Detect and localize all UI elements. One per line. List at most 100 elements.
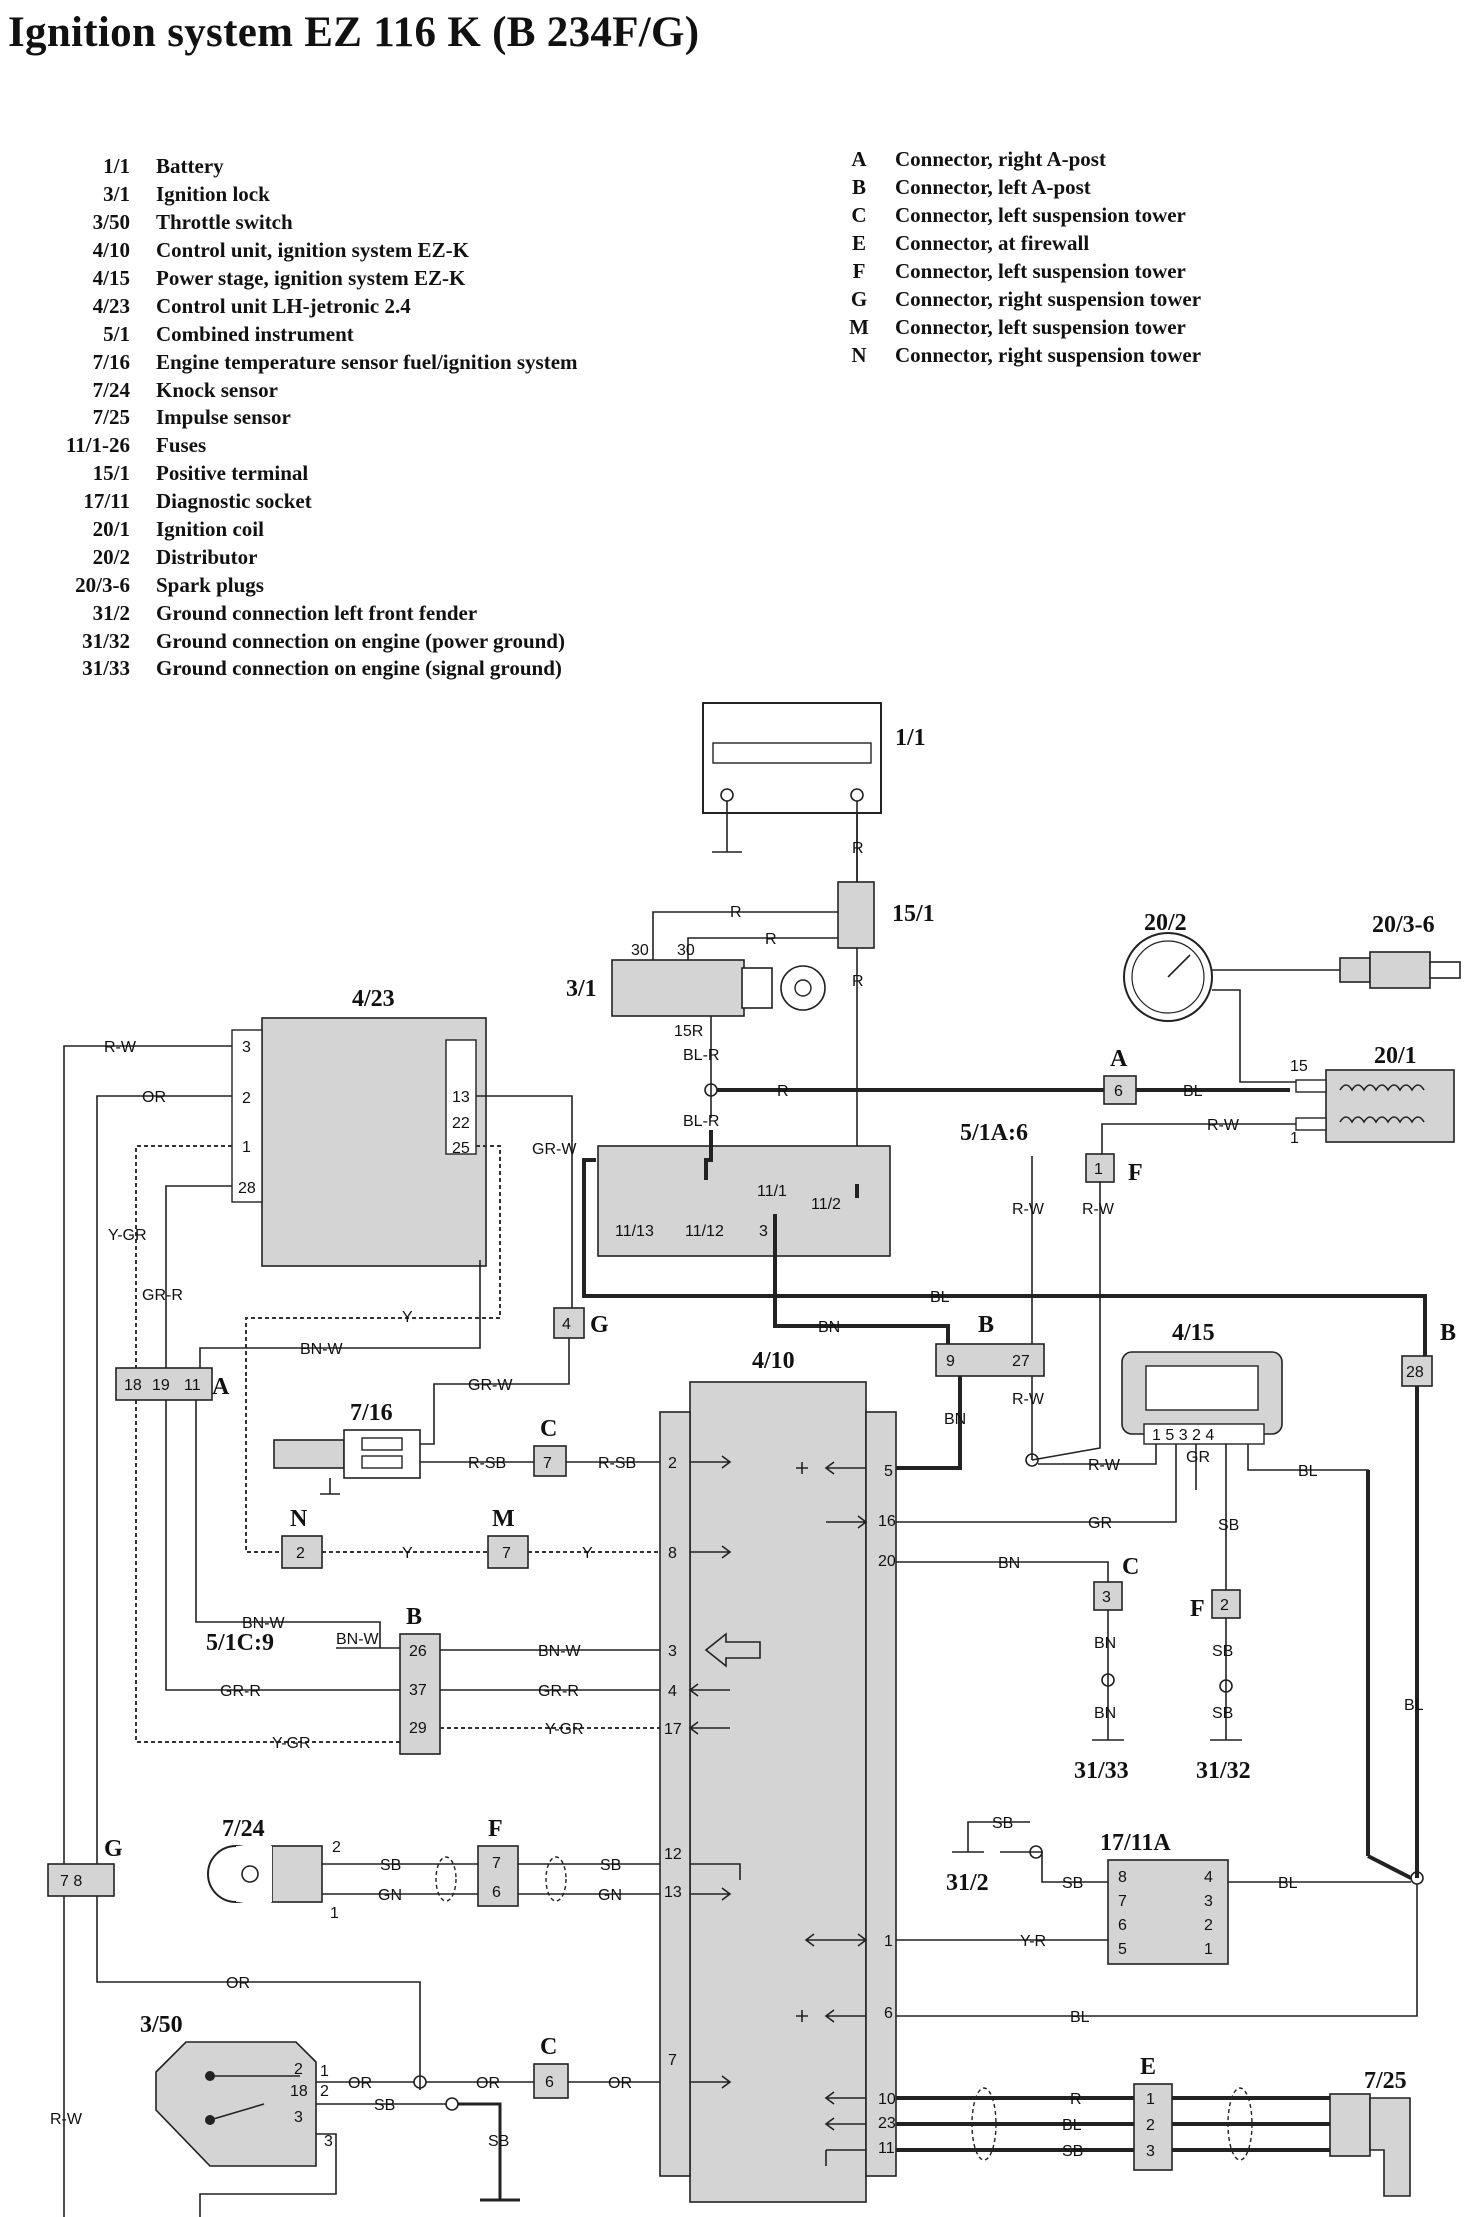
pin-label: 23: [878, 2115, 896, 2132]
wire-label: SB: [374, 2097, 395, 2114]
pin-label: 7: [668, 2052, 677, 2069]
wire-label: OR: [476, 2075, 500, 2092]
pin-label: 10: [878, 2091, 896, 2108]
diag-socket-label: 17/11A: [1100, 1830, 1171, 1856]
wire-label: R-W: [104, 1039, 137, 1056]
connector-label: B: [406, 1604, 422, 1630]
pin-label: 3: [294, 2109, 303, 2126]
pin-label: 3: [324, 2133, 333, 2150]
wire-label: R: [852, 973, 864, 990]
wire-label: BL-R: [683, 1047, 719, 1064]
wire-label: BN: [1094, 1635, 1116, 1652]
pin-label: 29: [409, 1720, 427, 1737]
pin-label: 30: [631, 942, 649, 959]
wire-label: BL: [1404, 1697, 1424, 1714]
pin-label: 3: [1102, 1589, 1111, 1606]
pin-label: 1: [330, 1905, 339, 1922]
pin-label: 6: [545, 2074, 554, 2091]
wire-label: R-W: [1012, 1201, 1045, 1218]
pin-label: 3: [668, 1643, 677, 1660]
ground-power-label: 31/32: [1196, 1758, 1251, 1784]
connector-label: F: [488, 1816, 503, 1842]
connector-label: A: [1110, 1046, 1128, 1072]
wire-label: Y: [402, 1309, 413, 1326]
wire-label: SB: [380, 1857, 401, 1874]
fuse-label: 11/12: [685, 1223, 724, 1240]
pin-label: 13: [664, 1884, 682, 1901]
wire-label: GR-W: [532, 1141, 577, 1158]
connector-label: F: [1190, 1596, 1205, 1622]
connector-e: [1133, 2083, 1173, 2171]
ground-fender-label: 31/2: [946, 1870, 989, 1896]
wire-label: R: [852, 840, 864, 857]
pin-label: 5: [1118, 1941, 1127, 1958]
connector-label: B: [1440, 1320, 1456, 1346]
wire-label: BN-W: [242, 1615, 286, 1632]
pin-label: 4: [562, 1316, 571, 1333]
pin-label: 1: [1146, 2091, 1155, 2108]
wire-label: SB: [992, 1815, 1013, 1832]
connector-b2: [935, 1343, 1045, 1377]
pin-label: 18: [124, 1377, 142, 1394]
impulse-sensor: [1329, 2093, 1411, 2197]
connector-label: G: [104, 1836, 123, 1862]
knock-sensor-label: 7/24: [222, 1816, 265, 1842]
pin-label: 27: [1012, 1353, 1030, 1370]
wire-label: GN: [378, 1887, 402, 1904]
wire-label: OR: [226, 1975, 250, 1992]
wire-label: BN-W: [336, 1631, 380, 1648]
pin-label: 30: [677, 942, 695, 959]
wire-label: SB: [1062, 2143, 1083, 2160]
pin-label: 6: [884, 2005, 893, 2022]
connector-label: F: [1128, 1160, 1143, 1186]
pin-label: 17: [664, 1721, 682, 1738]
wire-label: BL: [1298, 1463, 1318, 1480]
pin-label: 2: [332, 1839, 341, 1856]
wire-label: R-W: [1012, 1391, 1045, 1408]
pin-label: 2: [1204, 1917, 1213, 1934]
connector-label: B: [978, 1312, 994, 1338]
pin-label: 15R: [674, 1023, 703, 1040]
wire-label: GR-R: [538, 1683, 579, 1700]
pin-label: 3: [1146, 2143, 1155, 2160]
wire-label: Y-GR: [108, 1227, 147, 1244]
connector-c3: [533, 2063, 569, 2099]
knock-sensor: [207, 1845, 323, 1903]
instrument-a6-label: 5/1A:6: [960, 1120, 1028, 1146]
wire-label: GN: [598, 1887, 622, 1904]
pin-label: 1: [1094, 1161, 1103, 1178]
wire-label: SB: [1062, 1875, 1083, 1892]
pin-label: 4: [1204, 1869, 1213, 1886]
wire-label: Y-GR: [545, 1721, 584, 1738]
pin-label: 7: [543, 1455, 552, 1472]
ignition-lock-label: 3/1: [566, 976, 597, 1002]
wire-label: GR-R: [142, 1287, 183, 1304]
pin-label: 1: [1204, 1941, 1213, 1958]
connector-b3: [1401, 1355, 1433, 1387]
power-stage: [1121, 1351, 1283, 1445]
wire-label: BN-W: [300, 1341, 344, 1358]
pin-label: 2: [1146, 2117, 1155, 2134]
pin-label: 19: [152, 1377, 170, 1394]
pin-label: 3: [242, 1039, 251, 1056]
pin-label: 1: [1290, 1130, 1299, 1147]
pin-label: 7: [492, 1855, 501, 1872]
connector-label: G: [590, 1312, 609, 1338]
wire-label: R: [777, 1083, 789, 1100]
pin-label: 15: [1290, 1058, 1308, 1075]
